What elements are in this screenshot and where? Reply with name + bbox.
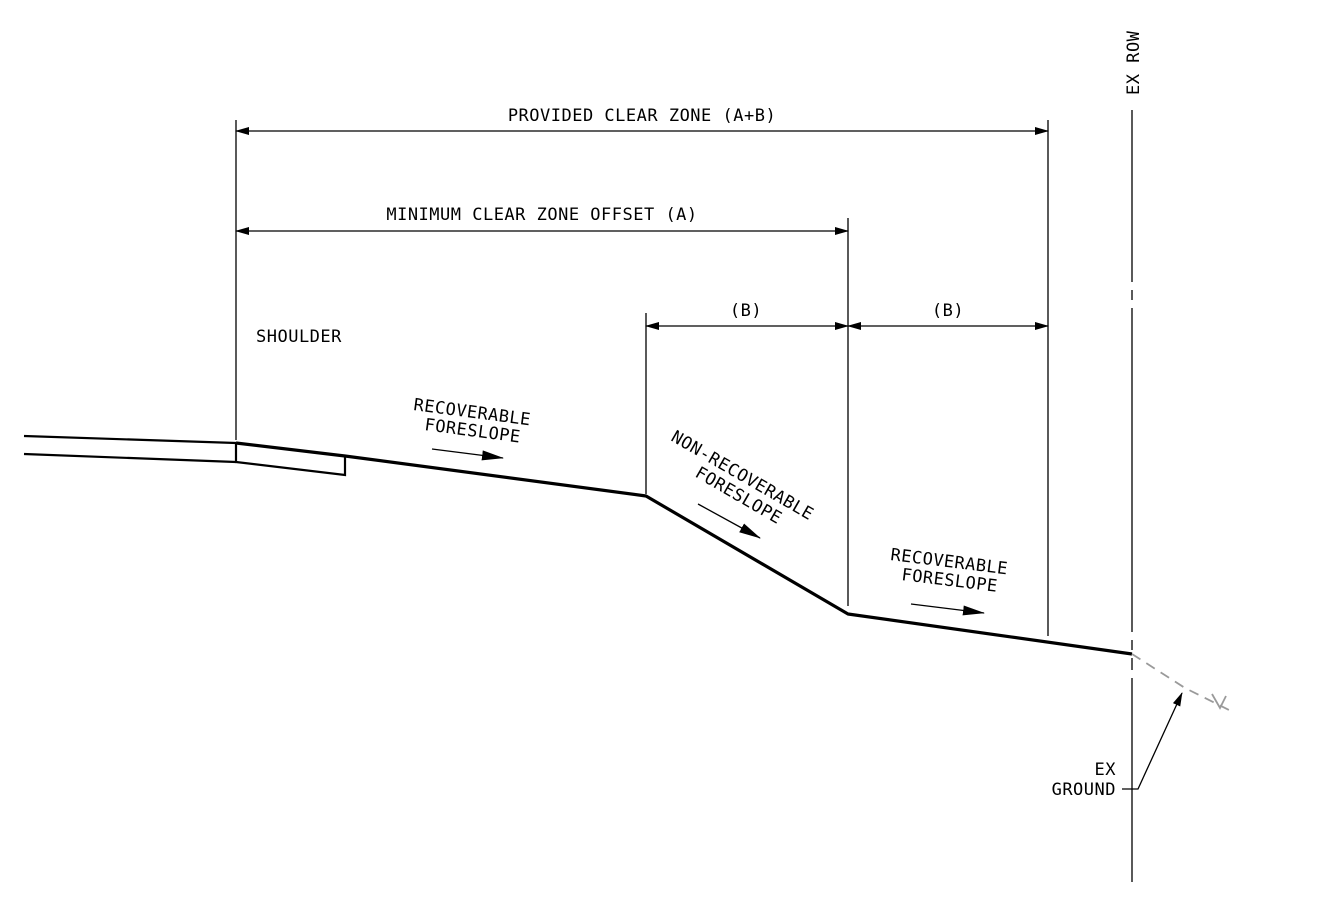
provided-clear-zone-label: PROVIDED CLEAR ZONE (A+B) — [508, 106, 776, 126]
recoverable-foreslope-2-arrow — [910, 603, 985, 616]
minimum-clear-zone-offset-label: MINIMUM CLEAR ZONE OFFSET (A) — [386, 205, 697, 225]
ex-row-label: EX ROW — [1124, 30, 1144, 95]
b-left-label: (B) — [730, 301, 762, 321]
ex-ground-label-line1: EX — [1095, 760, 1117, 780]
recoverable-foreslope-1-arrow — [431, 448, 504, 461]
ground-profile — [235, 441, 1133, 656]
existing-ground-tick — [1211, 693, 1227, 710]
pavement-section — [23, 434, 347, 477]
shoulder-label: SHOULDER — [256, 327, 342, 347]
non-recoverable-foreslope-arrow — [697, 503, 761, 539]
ex-ground-label-line2: GROUND — [1052, 780, 1116, 800]
ex-ground-leader — [1122, 692, 1183, 790]
existing-ground-line — [1131, 653, 1234, 713]
b-right-label: (B) — [932, 301, 964, 321]
non-recoverable-foreslope-line1: NON-RECOVERABLE — [668, 427, 817, 525]
